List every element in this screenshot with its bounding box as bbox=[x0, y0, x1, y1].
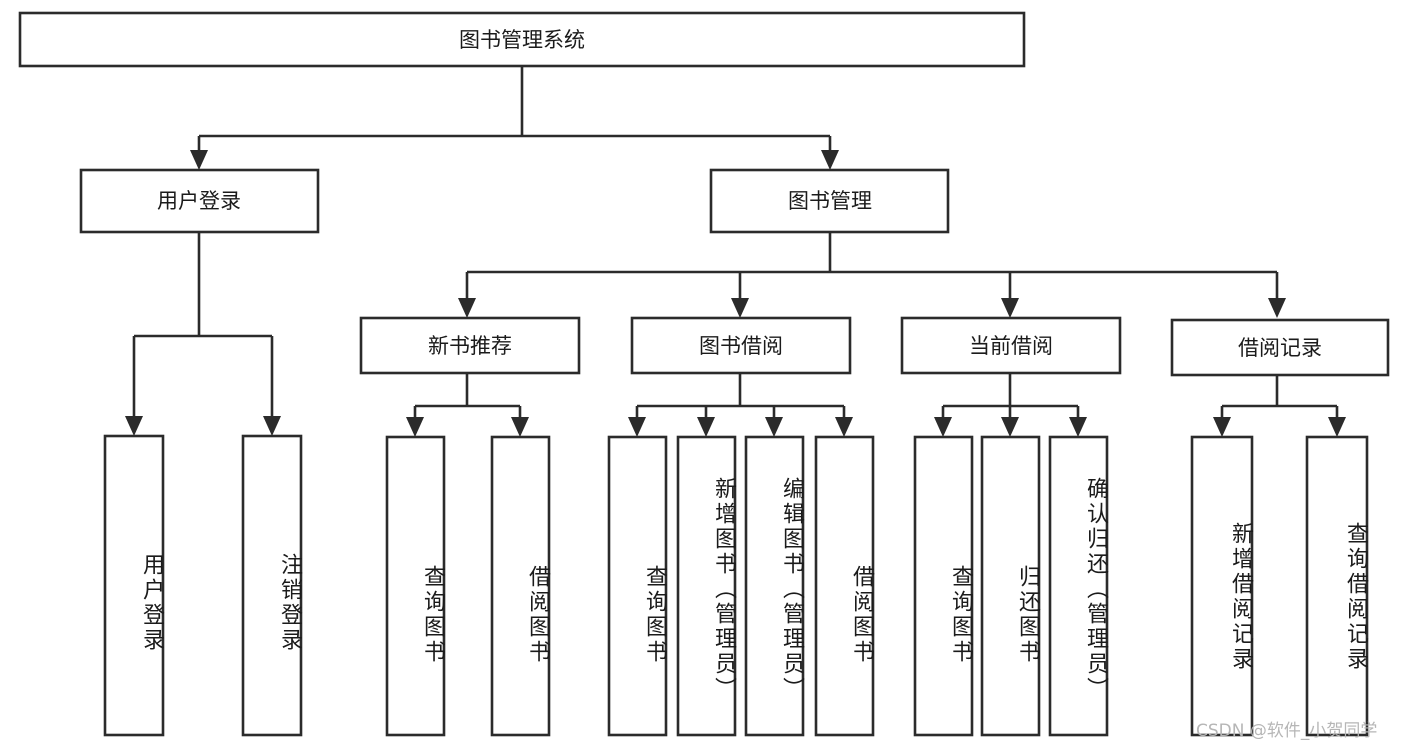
node-box-leaf-confirm-return[interactable] bbox=[1048, 435, 1109, 737]
arrow-head-leaf-query-book-b bbox=[628, 417, 646, 437]
node-box-root[interactable] bbox=[18, 11, 1026, 68]
node-label-user-login: 用户登录 bbox=[157, 189, 241, 213]
node-label-borrow-record: 借阅记录 bbox=[1238, 336, 1322, 360]
node-label-new-book-recommend: 新书推荐 bbox=[428, 334, 512, 358]
node-box-leaf-user-login[interactable] bbox=[103, 434, 165, 737]
node-label-current-borrow: 当前借阅 bbox=[969, 334, 1053, 358]
node-box-leaf-query-book-b[interactable] bbox=[607, 435, 668, 737]
arrow-head-leaf-return-book bbox=[1001, 417, 1019, 437]
connector-group-user-login-children bbox=[125, 232, 281, 436]
node-box-borrow-record[interactable] bbox=[1170, 318, 1390, 377]
csdn-watermark: CSDN @软件_小贺同学 bbox=[1196, 721, 1378, 741]
connector-group-borrow-record-children bbox=[1213, 375, 1346, 437]
arrow-head-leaf-add-book bbox=[697, 417, 715, 437]
arrow-head-leaf-confirm-return bbox=[1069, 417, 1087, 437]
node-box-leaf-add-book[interactable] bbox=[676, 435, 737, 737]
arrow-head-book-borrow bbox=[731, 298, 749, 318]
node-box-leaf-borrow-book-b[interactable] bbox=[814, 435, 875, 737]
arrow-head-leaf-query-record bbox=[1328, 417, 1346, 437]
arrow-head-leaf-add-record bbox=[1213, 417, 1231, 437]
node-box-leaf-edit-book[interactable] bbox=[744, 435, 805, 737]
arrow-head-leaf-borrow-book-b bbox=[835, 417, 853, 437]
connector-group-book-mgmt bbox=[458, 232, 1286, 318]
node-box-leaf-return-book[interactable] bbox=[980, 435, 1041, 737]
node-label-root: 图书管理系统 bbox=[459, 28, 585, 52]
arrow-head-leaf-query-book-a bbox=[406, 417, 424, 437]
node-box-book-borrow[interactable] bbox=[630, 316, 852, 375]
arrow-head-current-borrow bbox=[1001, 298, 1019, 318]
arrow-head-leaf-logout bbox=[263, 416, 281, 436]
connector-group-current-borrow-children bbox=[934, 373, 1087, 437]
node-box-leaf-add-record[interactable] bbox=[1190, 435, 1254, 737]
node-box-leaf-query-record[interactable] bbox=[1305, 435, 1369, 737]
arrow-head-user-login bbox=[190, 150, 208, 170]
connector-group-root bbox=[190, 66, 839, 170]
node-box-book-management[interactable] bbox=[709, 168, 950, 234]
arrow-head-leaf-query-book-c bbox=[934, 417, 952, 437]
node-box-user-login[interactable] bbox=[79, 168, 320, 234]
arrow-head-leaf-edit-book bbox=[765, 417, 783, 437]
connector-group-new-book-children bbox=[406, 373, 529, 437]
node-box-new-book-recommend[interactable] bbox=[359, 316, 581, 375]
arrow-head-borrow-record bbox=[1268, 298, 1286, 318]
node-box-current-borrow[interactable] bbox=[900, 316, 1122, 375]
node-box-leaf-query-book-c[interactable] bbox=[913, 435, 974, 737]
node-box-leaf-query-book-a[interactable] bbox=[385, 435, 446, 737]
arrow-head-new-book bbox=[458, 298, 476, 318]
node-label-book-borrow: 图书借阅 bbox=[699, 334, 783, 358]
arrow-head-book-mgmt bbox=[821, 150, 839, 170]
arrow-head-leaf-borrow-book-a bbox=[511, 417, 529, 437]
connector-group-book-borrow-children bbox=[628, 373, 853, 437]
node-box-leaf-logout[interactable] bbox=[241, 434, 303, 737]
node-box-leaf-borrow-book-a[interactable] bbox=[490, 435, 551, 737]
node-label-book-management: 图书管理 bbox=[788, 189, 872, 213]
arrow-head-leaf-user-login bbox=[125, 416, 143, 436]
